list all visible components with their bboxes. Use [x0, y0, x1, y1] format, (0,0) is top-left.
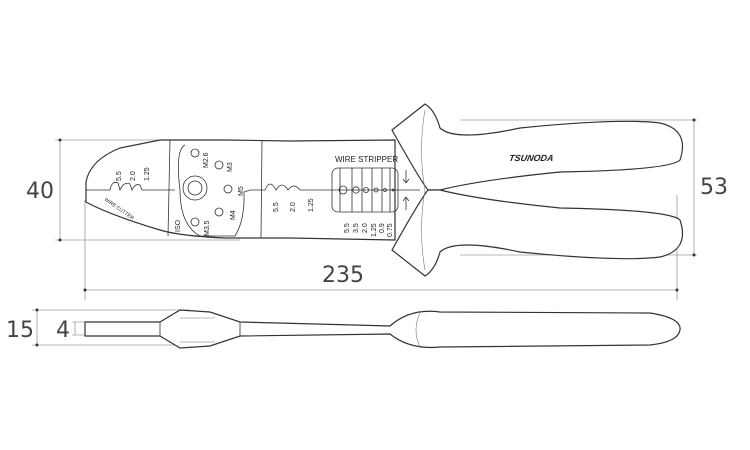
- dimension-jaw-height: 40: [26, 179, 54, 204]
- stripper-size-label: 2.0: [362, 223, 369, 233]
- mid-crimp-labels: 5.5 2.0 1.25: [273, 198, 315, 212]
- wire-stripper-label: WIRE STRIPPER: [335, 155, 398, 164]
- crimp-label: 5.5: [273, 202, 280, 212]
- bolt-label: M4: [230, 210, 237, 220]
- nose-crimp-labels: 5.5 2.0 1.25: [116, 167, 151, 181]
- bolt-label: M2.6: [203, 152, 210, 168]
- dimension-handle-height: 53: [700, 175, 728, 200]
- dimension-jaw-thickness: 4: [56, 318, 70, 343]
- stripper-size-label: 5.5: [344, 223, 351, 233]
- stripper-size-label: 3.5: [353, 223, 360, 233]
- nose-crimp-label: 2.0: [130, 171, 137, 181]
- stripper-size-labels: 5.5 3.5 2.0 1.25 0.9 0.75: [344, 223, 394, 237]
- bolt-label: M5: [238, 186, 245, 196]
- crimp-label: 2.0: [290, 202, 297, 212]
- stripper-size-label: 0.9: [379, 223, 386, 233]
- brand-logo: TSUNODA: [508, 153, 554, 163]
- bolt-label: M3.5: [204, 220, 211, 236]
- dimension-overall-length: 235: [322, 263, 364, 288]
- iso-label: ISO: [175, 219, 182, 232]
- nose-crimp-label: 1.25: [144, 167, 151, 181]
- dimension-lines: [32, 118, 697, 347]
- nose-crimp-label: 5.5: [116, 171, 123, 181]
- bolt-label: M3: [227, 162, 234, 172]
- stripper-size-label: 1.25: [371, 223, 378, 237]
- pliers-side-view: [84, 309, 681, 349]
- dimension-side-thickness: 15: [6, 318, 34, 343]
- crimp-label: 1.25: [308, 198, 315, 212]
- stripper-size-label: 0.75: [387, 223, 394, 237]
- bolt-cutter-labels: M2.6 M3 M5 M4 M3.5 ISO: [175, 152, 245, 236]
- pliers-top-view: [85, 103, 684, 277]
